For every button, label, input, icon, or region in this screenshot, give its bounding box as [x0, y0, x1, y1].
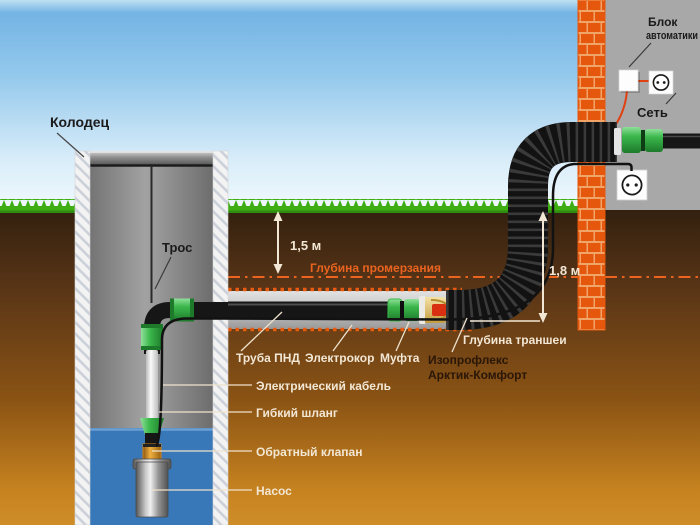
- insulated-pipe-pointer: [451, 317, 468, 353]
- automation-pointer: [628, 42, 652, 68]
- wall-outlet-icon: [616, 169, 648, 201]
- trench-piping: [228, 296, 458, 324]
- elbow-coupling-vertical: [141, 324, 163, 350]
- insulated-pipe-label-line2: Арктик-Комфорт: [428, 368, 527, 382]
- insulated-pipe-casing-edge: [419, 296, 426, 324]
- rope-label: Трос: [162, 240, 192, 255]
- house-coupling-b: [645, 129, 663, 152]
- mains-label: Сеть: [637, 105, 668, 120]
- pump-cable-gland: [145, 433, 159, 445]
- power-socket-icon: [648, 70, 674, 95]
- well-label: Колодец: [50, 114, 109, 130]
- elbow-coupling-horizontal: [170, 298, 194, 322]
- electric-cable-label: Электрический кабель: [256, 379, 391, 393]
- trench-depth-label: Глубина траншеи: [463, 333, 567, 347]
- well-wall-right: [212, 150, 229, 525]
- well-pointer: [56, 132, 85, 158]
- well-piping: [141, 298, 230, 424]
- hdpe-pipe-label: Труба ПНД: [236, 351, 300, 365]
- frost-depth-label: Глубина промерзания: [310, 261, 441, 275]
- depth-1-8-label: 1,8 м: [549, 263, 580, 278]
- electric-cable-well: [155, 317, 214, 448]
- flexible-hose-label: Гибкий шланг: [256, 406, 338, 420]
- depth-1-5-label: 1,5 м: [290, 238, 321, 253]
- pump-label: Насос: [256, 484, 292, 498]
- automation-area: Блок автоматики Сеть: [613, 15, 698, 201]
- conduit-label: Электрокор: [305, 351, 374, 365]
- grass-strip: [0, 199, 578, 213]
- electric-cable-trench: [213, 162, 633, 321]
- check-valve-label: Обратный клапан: [256, 445, 362, 459]
- corrugated-pipe: [446, 122, 617, 330]
- coupling-graphic: [387, 298, 403, 322]
- house-piping: [614, 127, 700, 155]
- conduit-pointer: [332, 324, 353, 352]
- automation-label-line1: Блок: [648, 15, 678, 29]
- coupling-label: Муфта: [380, 351, 420, 365]
- automation-label-line2: автоматики: [646, 30, 698, 42]
- well-wall-left: [74, 150, 91, 525]
- dimension-1-8: [470, 211, 548, 323]
- pump-fitting-green: [140, 418, 164, 435]
- mains-pointer: [665, 92, 677, 105]
- pipe-end-ring: [614, 128, 621, 155]
- automation-box: [618, 69, 639, 92]
- house-coupling-a: [622, 127, 641, 153]
- dimension-1-5: [273, 211, 283, 274]
- flexible-hose-graphic: [146, 350, 158, 424]
- rope-pointer: [154, 256, 172, 290]
- hdpe-pointer: [240, 311, 283, 352]
- coupling-pointer: [395, 321, 410, 352]
- well-lid: [90, 151, 213, 165]
- insulated-pipe-label-line1: Изопрофлекс: [428, 353, 509, 367]
